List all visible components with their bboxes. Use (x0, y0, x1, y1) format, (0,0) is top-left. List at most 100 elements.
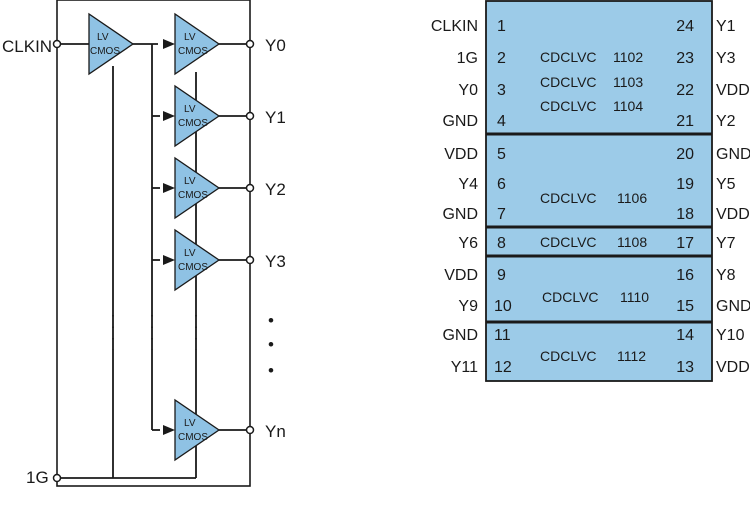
input-buffer-label-top: LV (97, 32, 109, 43)
ellipsis-bullet: • (268, 361, 274, 380)
pin-number: 7 (497, 206, 506, 223)
part-1110-number: 1110 (620, 289, 649, 305)
y3-terminal (245, 255, 255, 265)
output-buffer-yn: LV CMOS (174, 398, 221, 462)
pin-number: 11 (494, 327, 511, 344)
arrow-to-yn (163, 425, 175, 435)
y1-terminal (245, 111, 255, 121)
right-pin-signals: Y1 Y3 VDD Y2 GND Y5 VDD Y7 Y8 GND Y10 VD… (716, 18, 750, 376)
part-1108-number: 1108 (617, 234, 647, 250)
pin-number: 21 (676, 113, 694, 130)
enable-label: 1G (26, 468, 49, 487)
pin-15-signal: GND (716, 298, 750, 315)
part-1110-name: CDCLVC (542, 289, 599, 305)
pin-number: 16 (676, 267, 694, 284)
part-1104-number: 1104 (613, 98, 643, 114)
part-labels: CDCLVC 1102 CDCLVC 1103 CDCLVC 1104 CDCL… (540, 49, 649, 364)
buffer-label-bottom: CMOS (178, 262, 208, 273)
pin-21-signal: Y2 (716, 113, 736, 130)
output-label-y2: Y2 (265, 180, 286, 199)
part-1102-name: CDCLVC (540, 49, 597, 65)
right-pin-numbers: 24 23 22 21 20 19 18 17 16 15 14 13 (676, 18, 694, 376)
pin-4-signal: GND (442, 113, 478, 130)
part-1104-name: CDCLVC (540, 98, 597, 114)
buffer-label-top: LV (184, 32, 196, 43)
pin-22-signal: VDD (716, 82, 750, 99)
input-buffer-label-bottom: CMOS (90, 46, 120, 57)
output-label-y1: Y1 (265, 108, 286, 127)
pin-number: 24 (676, 18, 694, 35)
part-1108-name: CDCLVC (540, 234, 597, 250)
pin-19-signal: Y5 (716, 176, 736, 193)
block-diagram: CLKIN LV CMOS LV CMOS LV CMOS (2, 0, 286, 487)
pin-number: 19 (676, 176, 694, 193)
pin-7-signal: GND (442, 206, 478, 223)
pin-14-signal: Y10 (716, 327, 745, 344)
pin-9-signal: VDD (444, 267, 478, 284)
part-1103-name: CDCLVC (540, 74, 597, 90)
clkin-terminal (52, 39, 62, 49)
pin-number: 23 (676, 50, 694, 67)
output-label-y3: Y3 (265, 252, 286, 271)
pin-6-signal: Y4 (458, 176, 478, 193)
buffer-label-top: LV (184, 418, 196, 429)
pin-number: 14 (676, 327, 694, 344)
pin-8-signal: Y6 (458, 235, 478, 252)
pin-24-signal: Y1 (716, 18, 736, 35)
buffer-label-top: LV (184, 176, 196, 187)
enable-terminal (52, 473, 62, 483)
buffer-label-bottom: CMOS (178, 432, 208, 443)
buffer-label-bottom: CMOS (178, 46, 208, 57)
arrow-to-y0 (163, 39, 175, 49)
left-pin-signals: CLKIN 1G Y0 GND VDD Y4 GND Y6 VDD Y9 GND… (431, 18, 478, 376)
buffer-label-bottom: CMOS (178, 118, 208, 129)
pin-number: 15 (676, 298, 694, 315)
part-1106-name: CDCLVC (540, 190, 597, 206)
yn-terminal (245, 425, 255, 435)
output-buffer-y0: LV CMOS (174, 12, 221, 76)
pin-number: 18 (676, 206, 694, 223)
pin-number: 12 (494, 359, 512, 376)
part-1102-number: 1102 (613, 49, 643, 65)
pin-number: 20 (676, 146, 694, 163)
y0-terminal (245, 39, 255, 49)
pin-5-signal: VDD (444, 146, 478, 163)
pin-number: 3 (497, 82, 506, 99)
pin-12-signal: Y11 (451, 359, 478, 376)
clkin-label: CLKIN (2, 37, 52, 56)
pin-13-signal: VDD (716, 359, 750, 376)
package-body (485, 0, 713, 382)
pin-number: 17 (676, 235, 694, 252)
pin-17-signal: Y7 (716, 235, 736, 252)
pin-number: 4 (497, 113, 506, 130)
output-label-y0: Y0 (265, 36, 286, 55)
buffer-label-top: LV (184, 248, 196, 259)
output-buffer-y2: LV CMOS (174, 156, 221, 220)
arrow-to-y3 (163, 255, 175, 265)
left-pin-numbers: 1 2 3 4 5 6 7 8 9 10 11 12 (494, 18, 512, 376)
device-boundary (56, 0, 251, 487)
pin-1-signal: CLKIN (431, 18, 478, 35)
pin-3-signal: Y0 (458, 82, 478, 99)
pin-number: 8 (497, 235, 506, 252)
pin-number: 6 (497, 176, 506, 193)
arrow-to-y1 (163, 111, 175, 121)
part-1106-number: 1106 (617, 190, 647, 206)
input-buffer (88, 12, 135, 76)
pin-number: 13 (676, 359, 694, 376)
pin-number: 2 (497, 50, 506, 67)
buffer-label-bottom: CMOS (178, 190, 208, 201)
pin-number: 10 (494, 298, 512, 315)
pinout-diagram: CLKIN 1G Y0 GND VDD Y4 GND Y6 VDD Y9 GND… (431, 0, 750, 382)
ellipsis-bullet: • (268, 335, 274, 354)
part-1112-name: CDCLVC (540, 348, 597, 364)
y2-terminal (245, 183, 255, 193)
part-1103-number: 1103 (613, 74, 643, 90)
pin-number: 5 (497, 146, 506, 163)
pin-16-signal: Y8 (716, 267, 736, 284)
pin-18-signal: VDD (716, 206, 750, 223)
output-buffer-y3: LV CMOS (174, 228, 221, 292)
arrow-to-y2 (163, 183, 175, 193)
